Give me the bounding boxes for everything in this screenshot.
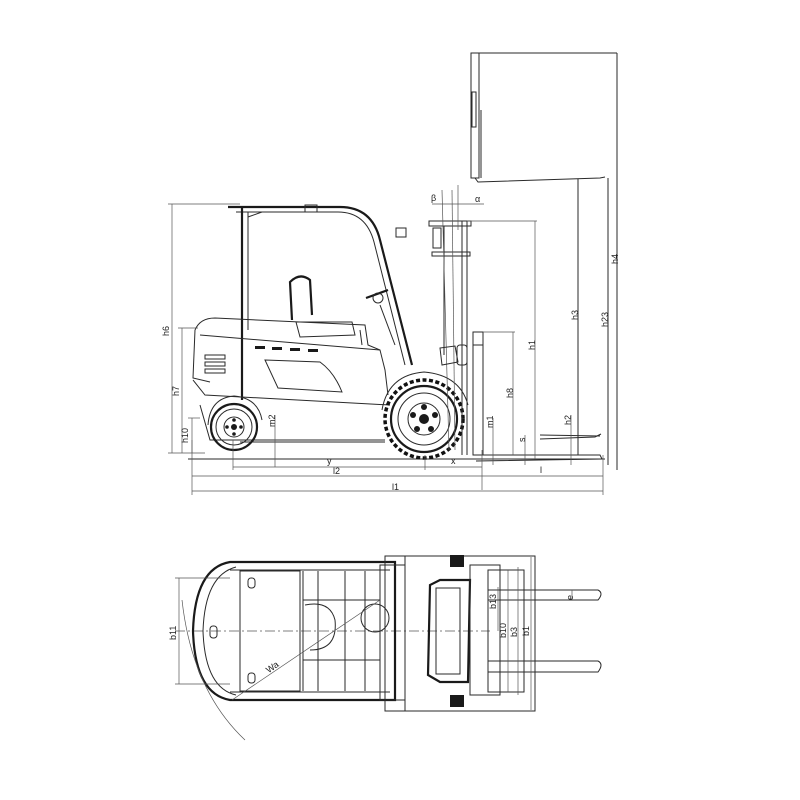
- dim-label-s: s: [517, 437, 527, 443]
- dim-label-h7: h7: [171, 385, 181, 396]
- dim-label-b10: b10: [498, 622, 508, 638]
- overhead-guard: [228, 204, 414, 400]
- dim-label-beta: β: [431, 193, 437, 203]
- dim-label-x: x: [451, 456, 456, 466]
- dim-label-alpha: α: [475, 194, 481, 204]
- mast: [428, 185, 603, 462]
- dim-label-y: y: [327, 456, 332, 466]
- dim-label-h8: h8: [505, 387, 515, 398]
- side-view: [168, 52, 618, 495]
- dim-label-l2: l2: [333, 466, 341, 476]
- top-view: [175, 555, 602, 741]
- dim-label-m2: m2: [267, 414, 277, 427]
- dim-label-h1: h1: [527, 339, 537, 350]
- dim-label-h10: h10: [180, 427, 190, 443]
- side-dimension-lines: [168, 203, 604, 495]
- dim-label-m1: m1: [485, 415, 495, 428]
- dim-label-h23: h23: [600, 311, 610, 327]
- dim-label-e: e: [565, 594, 575, 600]
- dim-label-h3: h3: [570, 309, 580, 320]
- dim-label-b3: b3: [509, 626, 519, 637]
- dim-label-l1: l1: [392, 482, 400, 492]
- raised-mast-frame: [470, 52, 618, 470]
- dim-label-b13: b13: [488, 593, 498, 609]
- front-wheel: [381, 371, 469, 460]
- dim-label-b11: b11: [168, 625, 178, 640]
- dim-label-h6: h6: [161, 325, 171, 336]
- truck-body: [192, 275, 396, 443]
- dim-label-h4: h4: [610, 253, 620, 264]
- dim-label-b1: b1: [521, 625, 531, 636]
- rear-wheel: [207, 395, 263, 452]
- dim-label-l: l: [540, 465, 542, 475]
- dim-label-h2: h2: [563, 414, 573, 425]
